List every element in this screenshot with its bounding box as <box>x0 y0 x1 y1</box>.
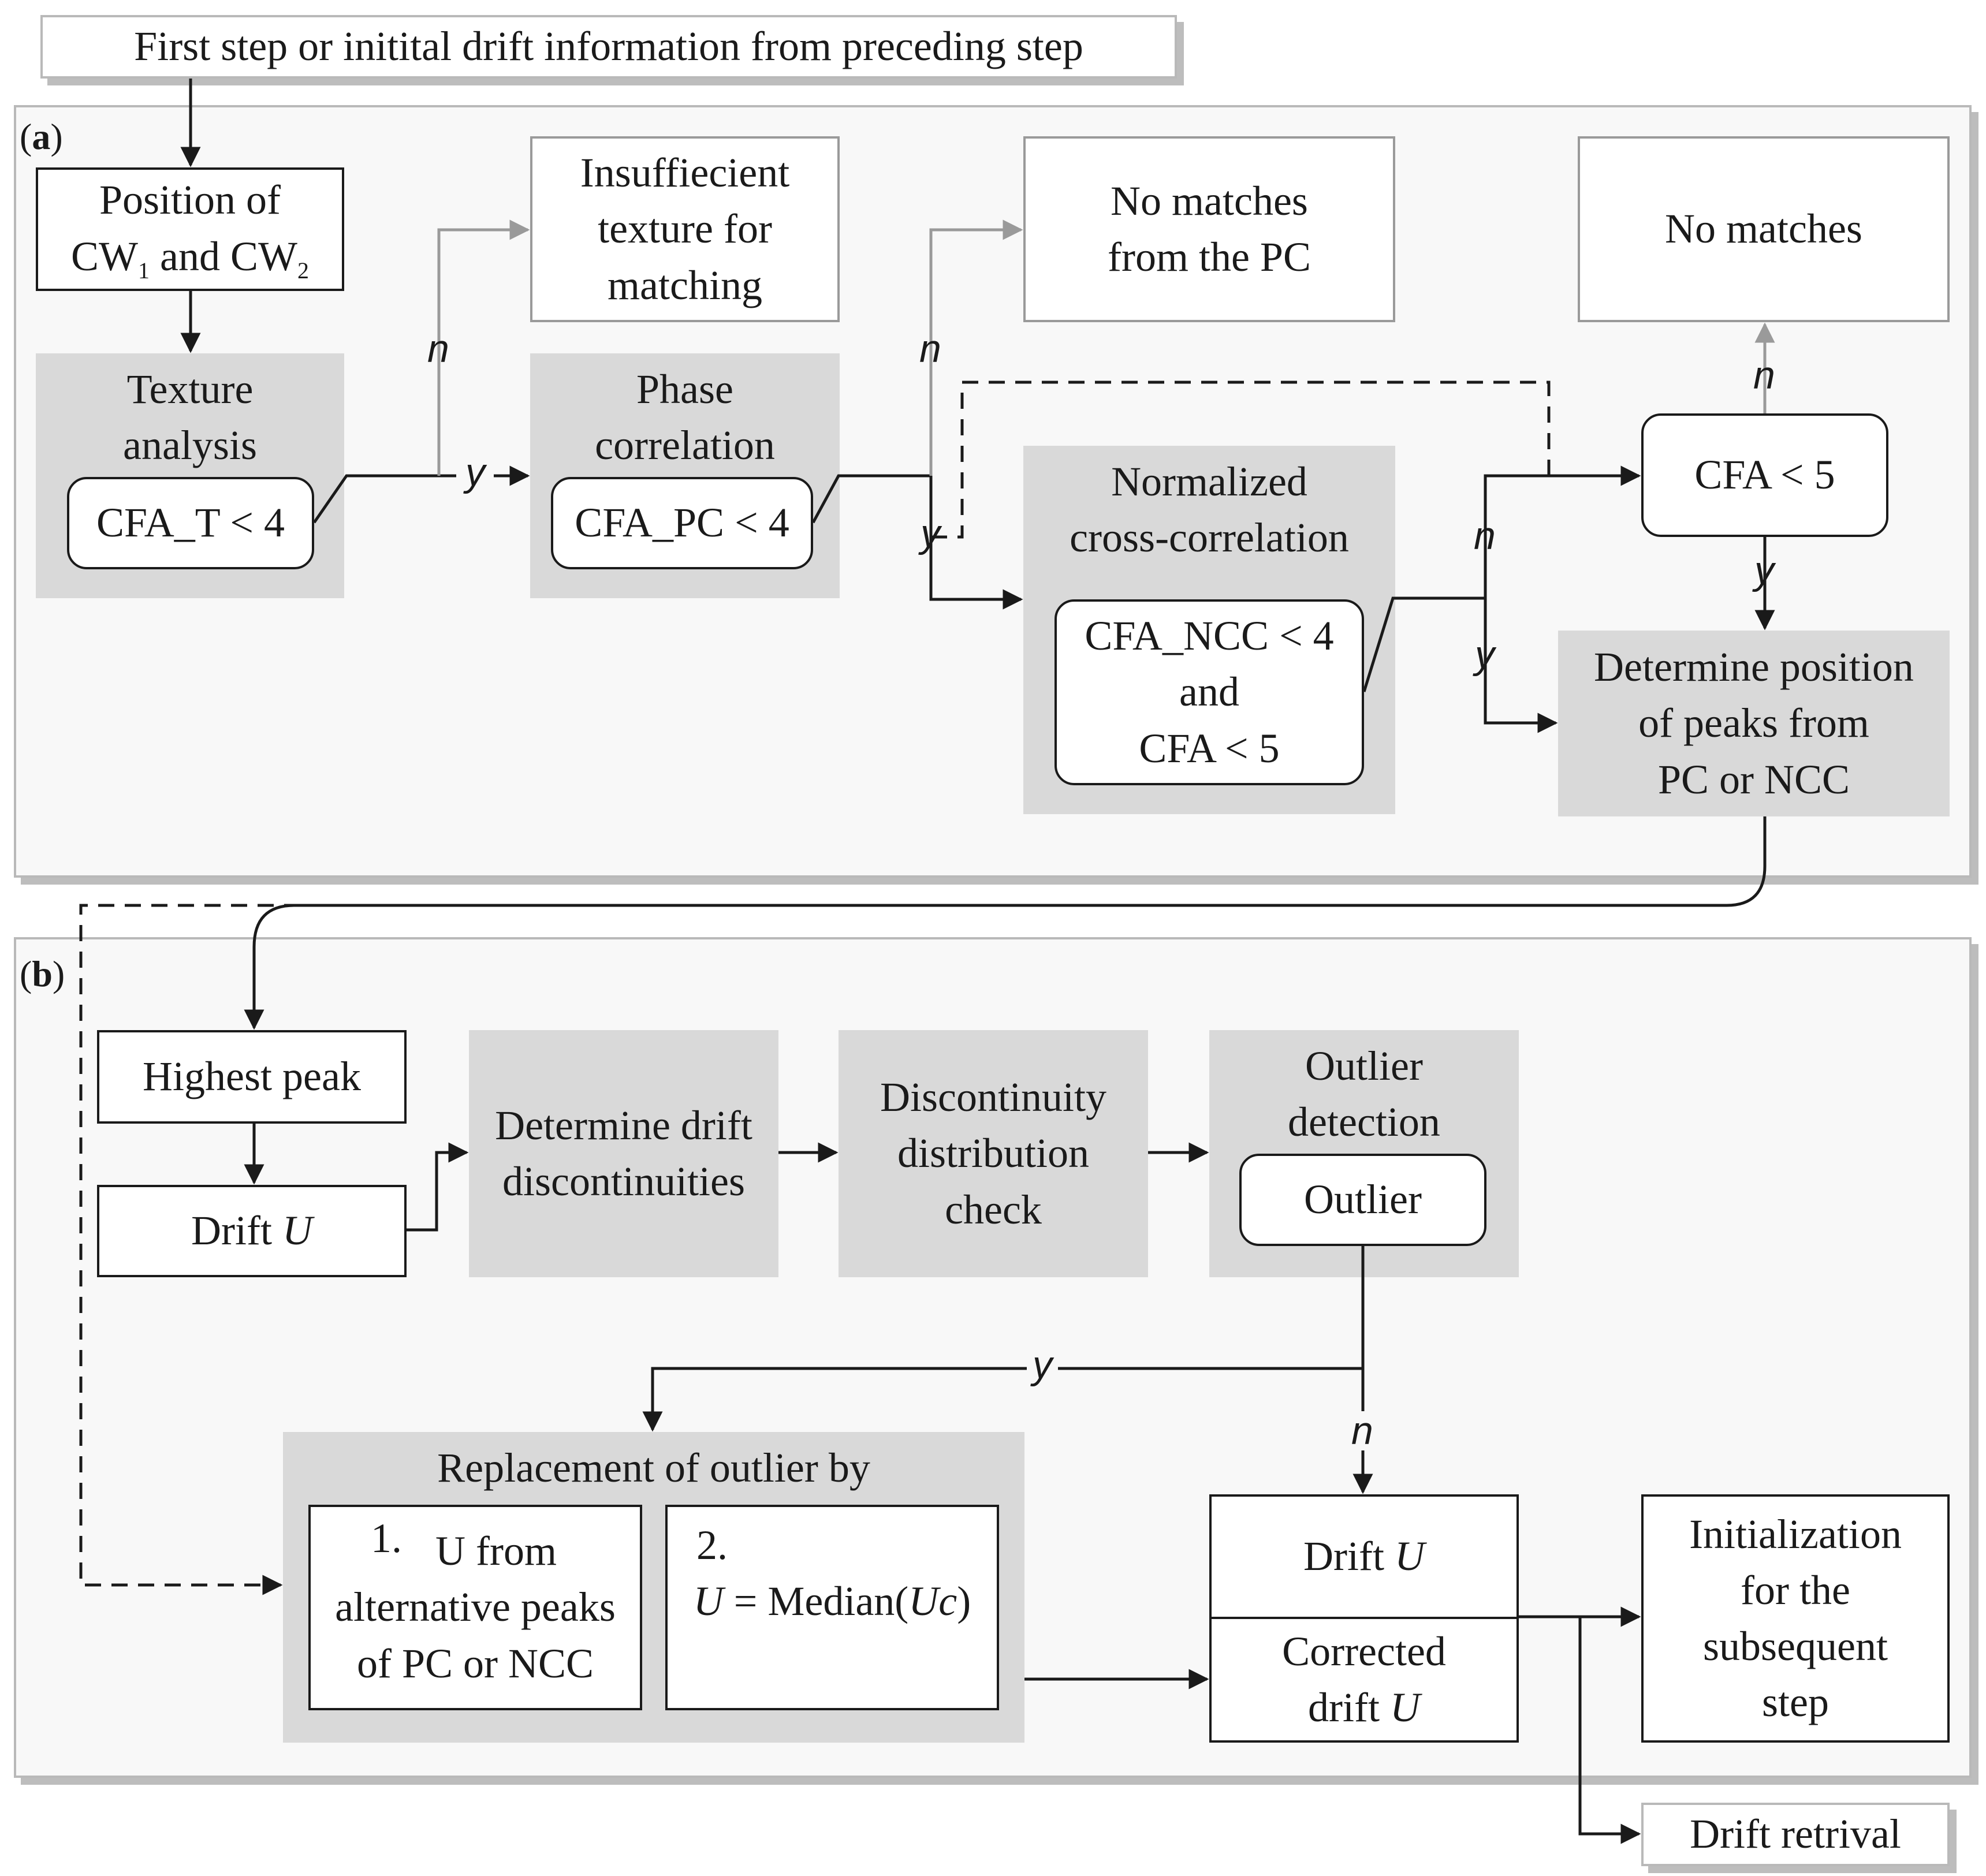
label-n-outlier: n <box>1351 1409 1373 1453</box>
ncc-condition: CFA_NCC < 4 and CFA < 5 <box>1055 599 1364 785</box>
arrow-drift-to-determine <box>407 1142 469 1232</box>
insufficient-texture-box: Insuffiecient texture for matching <box>530 136 840 322</box>
replacement-option-1: 1. U from alternative peaks of PC or NCC <box>308 1505 642 1710</box>
initialization-box: Initialization for the subsequent step <box>1641 1494 1950 1743</box>
label-y-phase: y <box>921 512 940 555</box>
start-box: First step or initital drift information… <box>40 15 1177 79</box>
peaks-box: Determine position of peaks from PC or N… <box>1558 631 1950 816</box>
label-y-texture: y <box>465 450 485 494</box>
line-ncc-out <box>1362 596 1485 692</box>
texture-title1: Texture <box>126 366 254 412</box>
panel-b-label: (b) <box>20 953 65 994</box>
line-texture-out <box>312 474 456 524</box>
line-peaks-to-b <box>244 816 1767 1030</box>
label-n-cfa5: n <box>1753 353 1775 397</box>
discontinuity-check-box: Discontinuity distribution check <box>839 1030 1148 1277</box>
cfa-t-condition: CFA_T < 4 <box>67 477 314 569</box>
arrow-outlier-yes <box>642 1367 1363 1432</box>
position-line2: CW1 and CW2 <box>71 233 309 284</box>
cfa-pc-condition: CFA_PC < 4 <box>551 477 813 569</box>
dashed-pc-to-cfa5 <box>931 381 1551 539</box>
line-phase-out <box>811 474 933 599</box>
arrow-phase-yes <box>929 572 1023 610</box>
label-y-cfa5: y <box>1754 549 1774 592</box>
position-line1: Position of <box>99 177 281 223</box>
panel-a-label: (a) <box>20 116 63 157</box>
label-y-outlier: y <box>1027 1345 1058 1385</box>
label-n-texture: n <box>427 327 449 371</box>
determine-discontinuities-box: Determine drift discontinuities <box>469 1030 778 1277</box>
no-matches-pc-box: No matches from the PC <box>1023 136 1395 322</box>
dashed-to-replacement <box>79 904 300 1595</box>
replacement-option-2: 2. U = Median(Uc) <box>665 1505 999 1710</box>
drift-u-box: Drift U <box>97 1185 407 1277</box>
label-y-ncc: y <box>1475 633 1495 677</box>
texture-title2: analysis <box>123 422 257 469</box>
arrow-texture-no <box>437 219 530 476</box>
cfa-5-condition: CFA < 5 <box>1641 413 1888 537</box>
drift-u-result-box: Drift U <box>1209 1494 1519 1619</box>
corrected-drift-box: Corrected drift U <box>1209 1617 1519 1743</box>
highest-peak-box: Highest peak <box>97 1030 407 1124</box>
arrow-phase-no <box>929 219 1023 476</box>
arrow-ncc-to-peaks <box>1484 598 1558 733</box>
outlier-condition: Outlier <box>1239 1154 1486 1246</box>
arrow-to-retrieval <box>1578 1617 1641 1844</box>
drift-retrieval-box: Drift retrival <box>1641 1803 1950 1866</box>
start-text: First step or initital drift information… <box>134 23 1083 70</box>
no-matches-box: No matches <box>1578 136 1950 322</box>
label-n-ncc: n <box>1474 514 1496 558</box>
position-box: Position of CW1 and CW2 <box>36 167 344 291</box>
label-n-phase: n <box>919 327 941 371</box>
arrow-ncc-to-cfa5 <box>1484 465 1641 598</box>
